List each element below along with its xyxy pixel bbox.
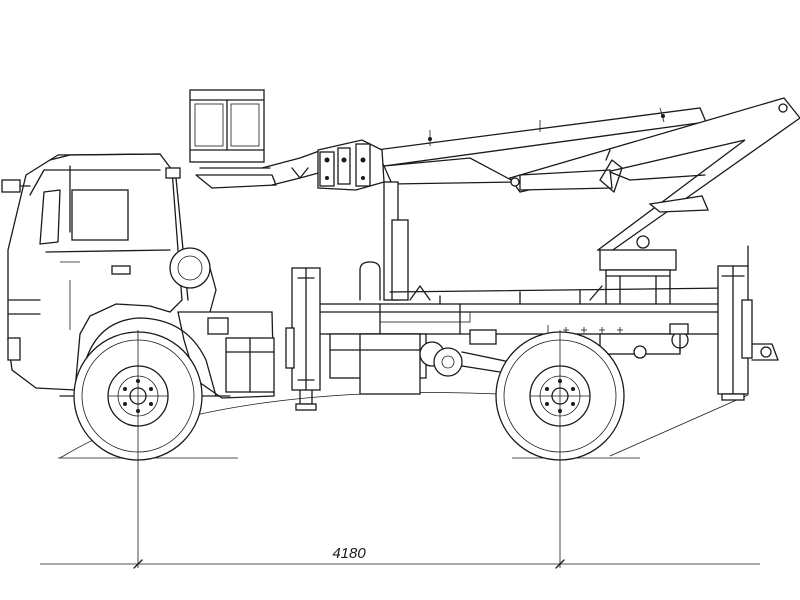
front-wheel-arch — [79, 317, 217, 397]
turntable — [589, 235, 677, 307]
axle-centerlines — [108, 330, 590, 568]
wheelbase-label: 4180 — [332, 545, 366, 562]
lower-boom — [383, 97, 800, 253]
boom-knuckle — [261, 139, 385, 191]
front-outrigger — [285, 267, 321, 411]
rear-outrigger — [717, 245, 779, 401]
chassis-frame — [315, 287, 731, 395]
support-post — [359, 181, 431, 301]
wheelbase-dimension: 4180 — [40, 545, 760, 569]
work-basket — [189, 89, 277, 189]
truck-cab — [1, 153, 275, 399]
